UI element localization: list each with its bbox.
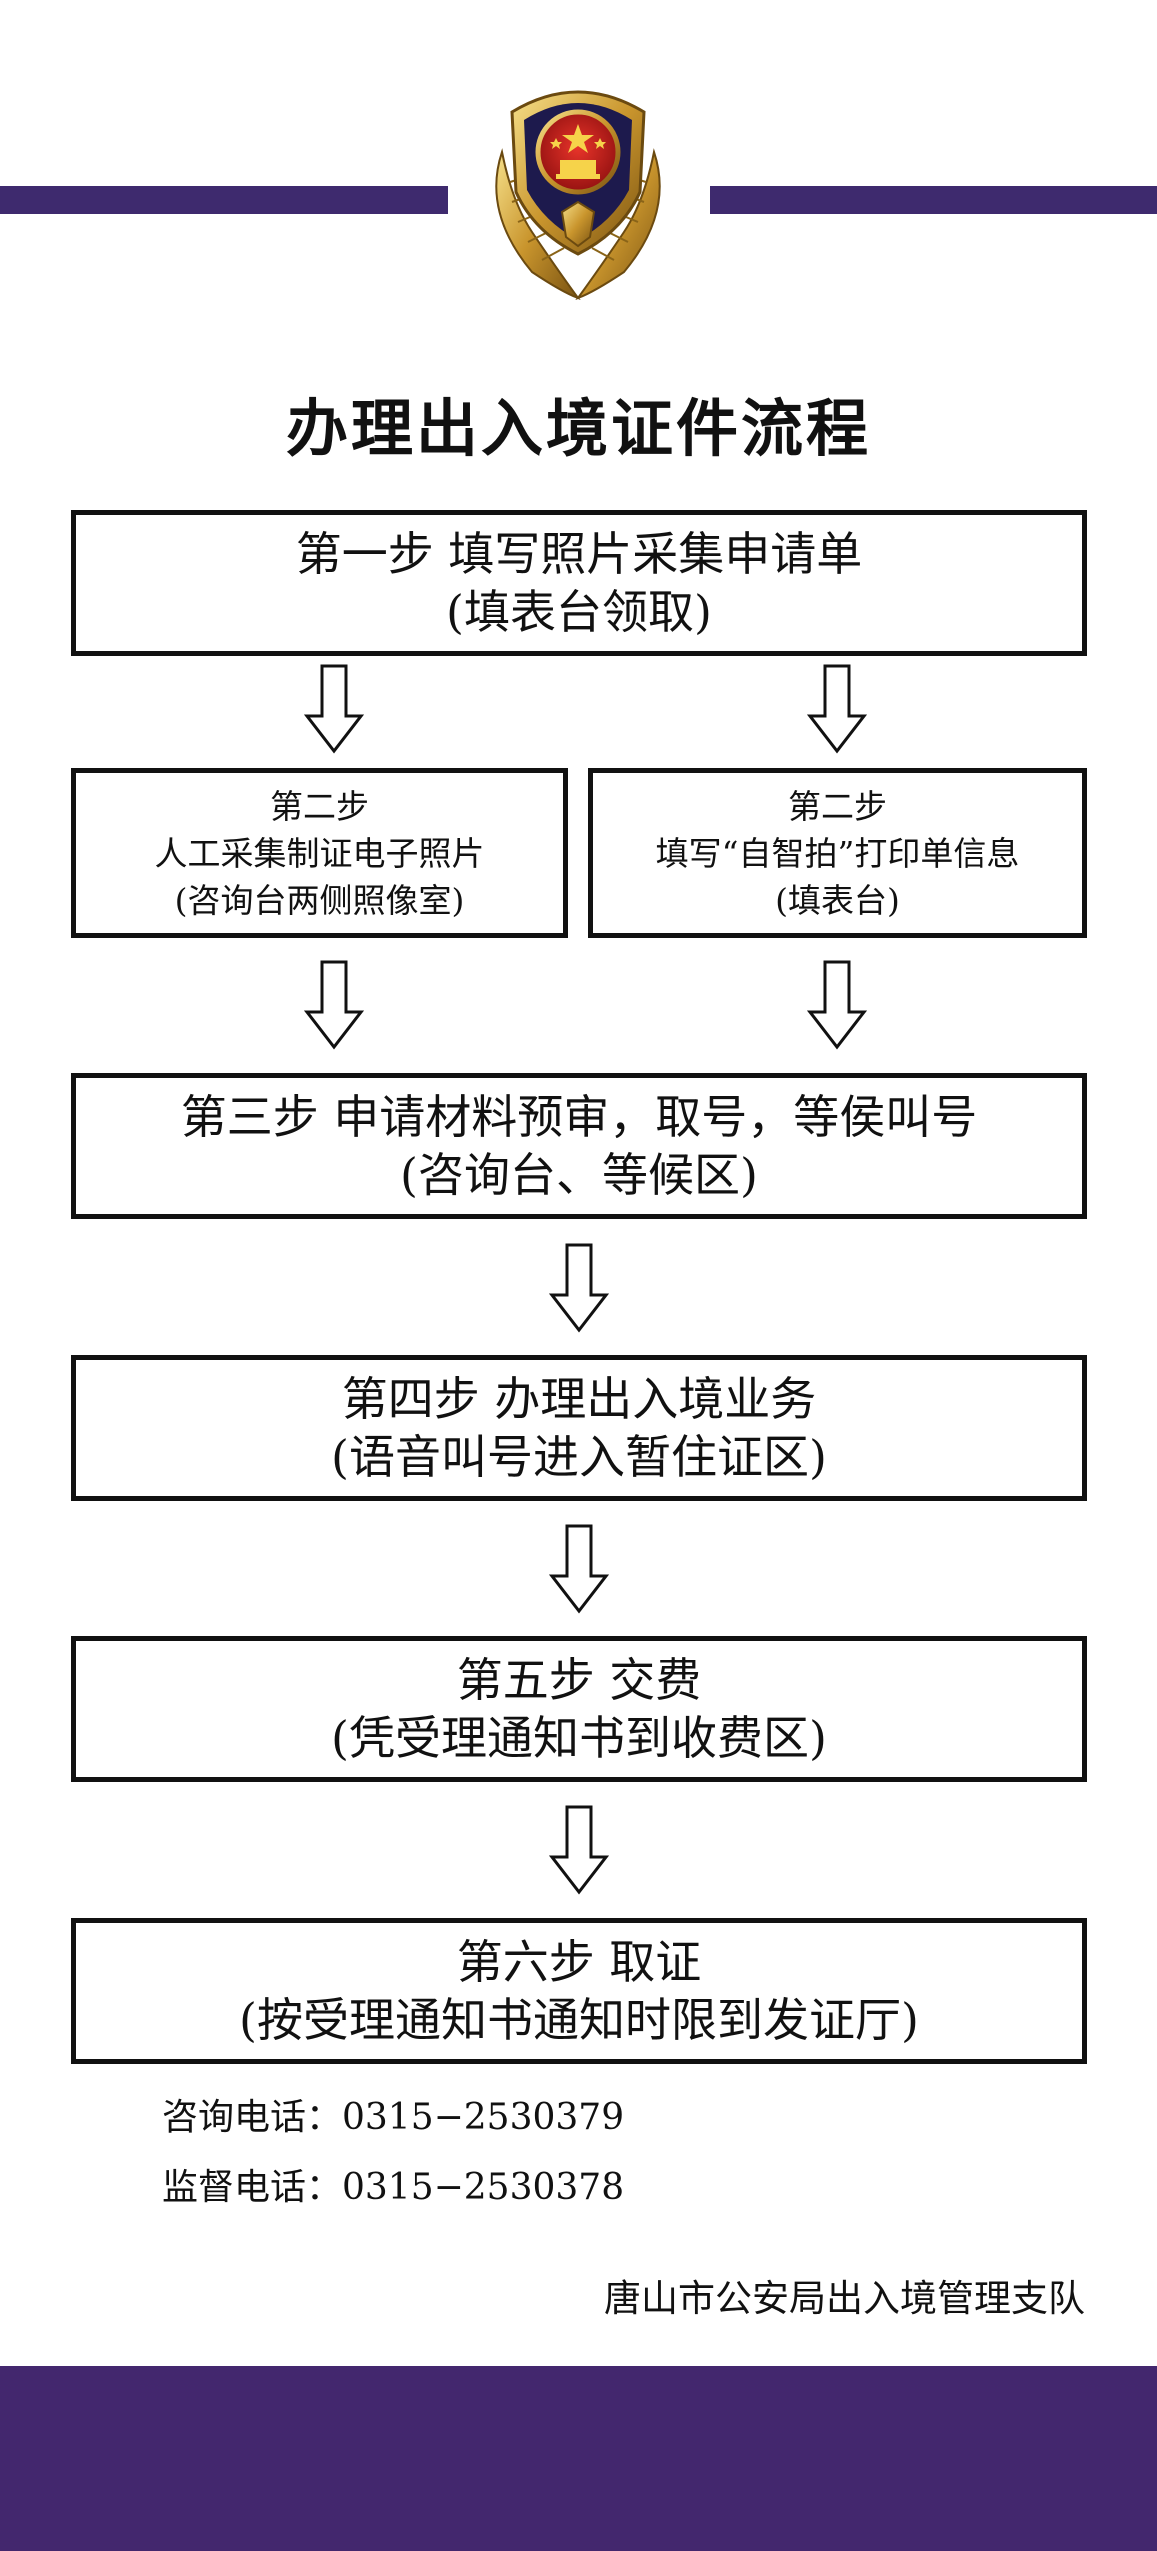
step-1-heading: 第一步 填写照片采集申请单 [295,527,863,581]
header-bar-left [0,186,448,214]
step-2a-heading: 第二步 [270,786,369,826]
footer-band [0,2366,1157,2551]
organization-name: 唐山市公安局出入境管理支队 [604,2277,1085,2320]
step-5-box: 第五步 交费 (凭受理通知书到收费区) [71,1636,1087,1782]
arrow-down-icon [807,664,867,754]
step-2b-location: (填表台) [775,880,900,920]
step-5-heading: 第五步 交费 [456,1653,702,1707]
step-4-box: 第四步 办理出入境业务 (语音叫号进入暂住证区) [71,1355,1087,1501]
police-emblem-icon [495,90,661,300]
step-2b-heading: 第二步 [788,786,887,826]
step-3-box: 第三步 申请材料预审，取号，等侯叫号 (咨询台、等候区) [71,1073,1087,1219]
page-title: 办理出入境证件流程 [285,392,871,465]
step-6-heading: 第六步 取证 [456,1935,702,1989]
step-3-heading: 第三步 申请材料预审，取号，等侯叫号 [180,1090,978,1144]
step-6-location: (按受理通知书通知时限到发证厅) [239,1993,919,2047]
step-2-manual-photo-box: 第二步 人工采集制证电子照片 (咨询台两侧照像室) [71,768,568,938]
arrow-down-icon [807,960,867,1050]
step-6-box: 第六步 取证 (按受理通知书通知时限到发证厅) [71,1918,1087,2064]
step-4-location: (语音叫号进入暂住证区) [331,1430,827,1484]
consult-phone: 咨询电话：0315−2530379 [162,2097,625,2138]
arrow-down-icon [549,1805,609,1895]
arrow-down-icon [304,960,364,1050]
step-2a-location: (咨询台两侧照像室) [174,880,465,920]
step-1-location: (填表台领取) [446,585,712,639]
step-2b-description: 填写“自智拍”打印单信息 [655,833,1020,873]
header-bar-right [710,186,1157,214]
step-1-box: 第一步 填写照片采集申请单 (填表台领取) [71,510,1087,656]
arrow-down-icon [549,1243,609,1333]
step-4-heading: 第四步 办理出入境业务 [341,1372,817,1426]
step-2a-description: 人工采集制证电子照片 [154,833,485,873]
arrow-down-icon [304,664,364,754]
arrow-down-icon [549,1524,609,1614]
step-5-location: (凭受理通知书到收费区) [331,1711,827,1765]
step-3-location: (咨询台、等候区) [400,1148,758,1202]
step-2-self-photo-box: 第二步 填写“自智拍”打印单信息 (填表台) [588,768,1087,938]
supervise-phone: 监督电话：0315−2530378 [162,2167,625,2208]
